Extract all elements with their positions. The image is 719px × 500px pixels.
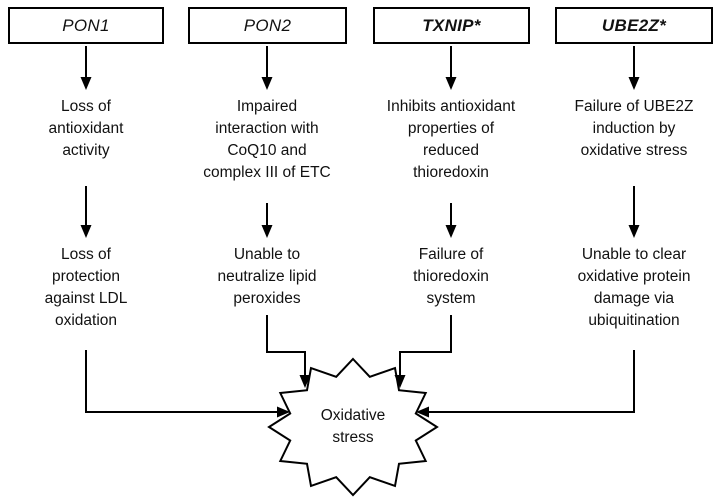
gene-box-ube2z: UBE2Z*: [555, 7, 713, 44]
arrow-pon2-to-effect1: [261, 46, 273, 90]
arrow-ube2z-effect2-to-center: [416, 350, 635, 418]
gene-label-pon2: PON2: [243, 15, 292, 35]
effect1-ube2z: Failure of UBE2Z induction by oxidative …: [574, 98, 694, 159]
oxidative-stress-starburst: [267, 357, 439, 497]
gene-label-pon1: PON1: [62, 15, 110, 35]
arrow-txnip-to-effect1: [445, 46, 457, 90]
gene-box-txnip: TXNIP*: [373, 7, 530, 44]
arrow-ube2z-effect1-to-effect2: [628, 186, 640, 238]
effect2-txnip: Failure of thioredoxin system: [413, 246, 489, 307]
effect2-ube2z: Unable to clear oxidative protein damage…: [577, 246, 691, 329]
arrow-txnip-effect2-to-center: [394, 315, 452, 388]
arrow-pon1-effect1-to-effect2: [80, 186, 92, 238]
gene-label-txnip: TXNIP*: [422, 15, 481, 35]
effect1-pon2: Impaired interaction with CoQ10 and comp…: [203, 98, 331, 181]
arrow-pon1-effect2-to-center: [85, 350, 290, 418]
arrow-pon1-to-effect1: [80, 46, 92, 90]
gene-box-pon1: PON1: [8, 7, 164, 44]
arrow-txnip-effect1-to-effect2: [445, 203, 457, 238]
effect1-pon1: Loss of antioxidant activity: [48, 98, 124, 159]
oxidative-stress-label: Oxidative stress: [320, 407, 386, 446]
gene-label-ube2z: UBE2Z*: [601, 15, 667, 35]
effect2-pon1: Loss of protection against LDL oxidation: [44, 246, 128, 329]
effect1-txnip: Inhibits antioxidant properties of reduc…: [386, 98, 516, 181]
effect2-pon2: Unable to neutralize lipid peroxides: [217, 246, 317, 307]
arrow-ube2z-to-effect1: [628, 46, 640, 90]
arrow-pon2-effect2-to-center: [266, 315, 311, 388]
arrow-pon2-effect1-to-effect2: [261, 203, 273, 238]
gene-box-pon2: PON2: [188, 7, 347, 44]
